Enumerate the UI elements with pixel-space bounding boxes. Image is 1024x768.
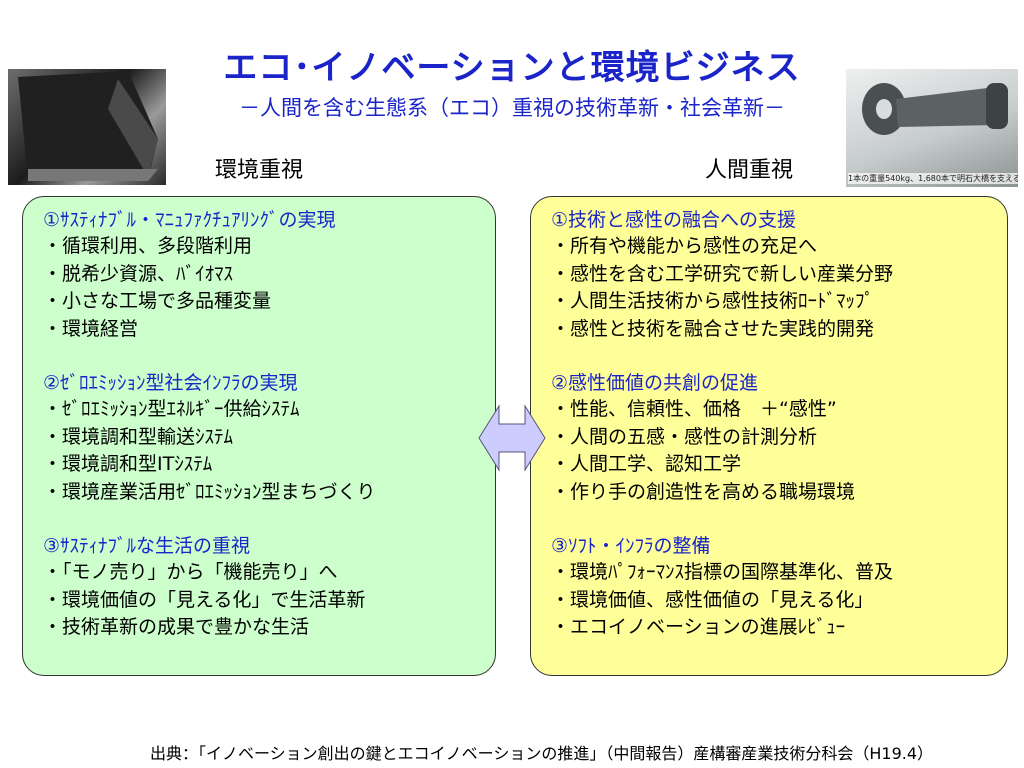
section-sustainable-manufacturing: ①ｻｽﾃｨﾅﾌﾞﾙ・ﾏﾆｭﾌｧｸﾁｭｱﾘﾝｸﾞの実現 ・循環利用、多段階利用 ・… xyxy=(43,207,495,343)
list-item: ・循環利用、多段階利用 xyxy=(43,235,253,257)
section-heading: ①ｻｽﾃｨﾅﾌﾞﾙ・ﾏﾆｭﾌｧｸﾁｭｱﾘﾝｸﾞの実現 xyxy=(43,209,336,231)
slide-subtitle: －人間を含む生態系（エコ）重視の技術革新・社会革新－ xyxy=(239,96,785,120)
section-heading: ②ｾﾞﾛｴﾐｯｼｮﾝ型社会ｲﾝﾌﾗの実現 xyxy=(43,372,298,394)
list-item: ・脱希少資源、ﾊﾞｲｵﾏｽ xyxy=(43,262,234,285)
section-heading: ①技術と感性の融合への支援 xyxy=(551,209,797,231)
list-item: ・作り手の創造性を高める職場環境 xyxy=(551,480,856,503)
section-sustainable-life: ③ｻｽﾃｨﾅﾌﾞﾙな生活の重視 ・「モノ売り」から「機能売り」へ ・環境価値の「… xyxy=(43,533,495,642)
section-zero-emission: ②ｾﾞﾛｴﾐｯｼｮﾝ型社会ｲﾝﾌﾗの実現 ・ｾﾞﾛｴﾐｯｼｮﾝ型ｴﾈﾙｷﾞｰ供給… xyxy=(43,370,495,506)
list-item: ・エコイノベーションの進展ﾚﾋﾞｭｰ xyxy=(551,616,846,638)
list-item: ・「モノ売り」から「機能売り」へ xyxy=(43,561,338,583)
list-item: ・技術革新の成果で豊かな生活 xyxy=(43,616,310,638)
list-item: ・環境ﾊﾟﾌｫｰﾏﾝｽ指標の国際基準化、普及 xyxy=(551,561,894,583)
section-heading: ③ｻｽﾃｨﾅﾌﾞﾙな生活の重視 xyxy=(43,535,251,557)
bridge-cable-part-image xyxy=(862,83,1008,135)
source-citation: 出典：「イノベーション創出の鍵とエコイノベーションの推進」（中間報告）産構審産業… xyxy=(150,744,934,763)
list-item: ・環境産業活用ｾﾞﾛｴﾐｯｼｮﾝ型まちづくり xyxy=(43,480,376,503)
list-item: ・環境価値の「見える化」で生活革新 xyxy=(43,588,366,611)
slide-title: エコ･イノベーションと環境ビジネス xyxy=(223,48,801,88)
section-soft-infra: ③ｿﾌﾄ・ｲﾝﾌﾗの整備 ・環境ﾊﾟﾌｫｰﾏﾝｽ指標の国際基準化、普及 ・環境価… xyxy=(551,533,1007,642)
environment-box: ①ｻｽﾃｨﾅﾌﾞﾙ・ﾏﾆｭﾌｧｸﾁｭｱﾘﾝｸﾞの実現 ・循環利用、多段階利用 ・… xyxy=(22,196,496,676)
list-item: ・環境調和型ITｼｽﾃﾑ xyxy=(43,453,213,475)
section-tech-sensibility: ①技術と感性の融合への支援 ・所有や機能から感性の充足へ ・感性を含む工学研究で… xyxy=(551,207,1007,343)
section-heading: ②感性価値の共創の促進 xyxy=(551,372,759,394)
list-item: ・人間工学、認知工学 xyxy=(551,453,742,475)
list-item: ・性能、信頼性、価格 ＋“感性” xyxy=(551,398,837,420)
column-heading-human: 人間重視 xyxy=(705,158,794,183)
section-sensibility-value: ②感性価値の共創の促進 ・性能、信頼性、価格 ＋“感性” ・人間の五感・感性の計… xyxy=(551,370,1007,506)
list-item: ・小さな工場で多品種変量 xyxy=(43,290,272,312)
list-item: ・環境価値、感性価値の「見える化」 xyxy=(551,588,874,611)
photo-caption: 1本の重量540kg、1,680本で明石大橋を支える xyxy=(848,173,1018,184)
column-heading-environment: 環境重視 xyxy=(215,158,304,183)
double-arrow-icon xyxy=(478,404,546,472)
product-silhouette-image xyxy=(18,71,158,181)
list-item: ・環境経営 xyxy=(43,317,139,340)
product-photo-left xyxy=(8,69,166,185)
section-heading: ③ｿﾌﾄ・ｲﾝﾌﾗの整備 xyxy=(551,535,711,557)
list-item: ・環境調和型輸送ｼｽﾃﾑ xyxy=(43,425,234,448)
product-photo-right: 1本の重量540kg、1,680本で明石大橋を支える xyxy=(846,69,1018,187)
list-item: ・所有や機能から感性の充足へ xyxy=(551,235,818,257)
list-item: ・ｾﾞﾛｴﾐｯｼｮﾝ型ｴﾈﾙｷﾞｰ供給ｼｽﾃﾑ xyxy=(43,398,300,420)
list-item: ・人間の五感・感性の計測分析 xyxy=(551,425,818,448)
list-item: ・感性を含む工学研究で新しい産業分野 xyxy=(551,262,894,285)
list-item: ・感性と技術を融合させた実践的開発 xyxy=(551,317,875,340)
human-box: ①技術と感性の融合への支援 ・所有や機能から感性の充足へ ・感性を含む工学研究で… xyxy=(530,196,1008,676)
list-item: ・人間生活技術から感性技術ﾛｰﾄﾞﾏｯﾌﾟ xyxy=(551,290,875,312)
